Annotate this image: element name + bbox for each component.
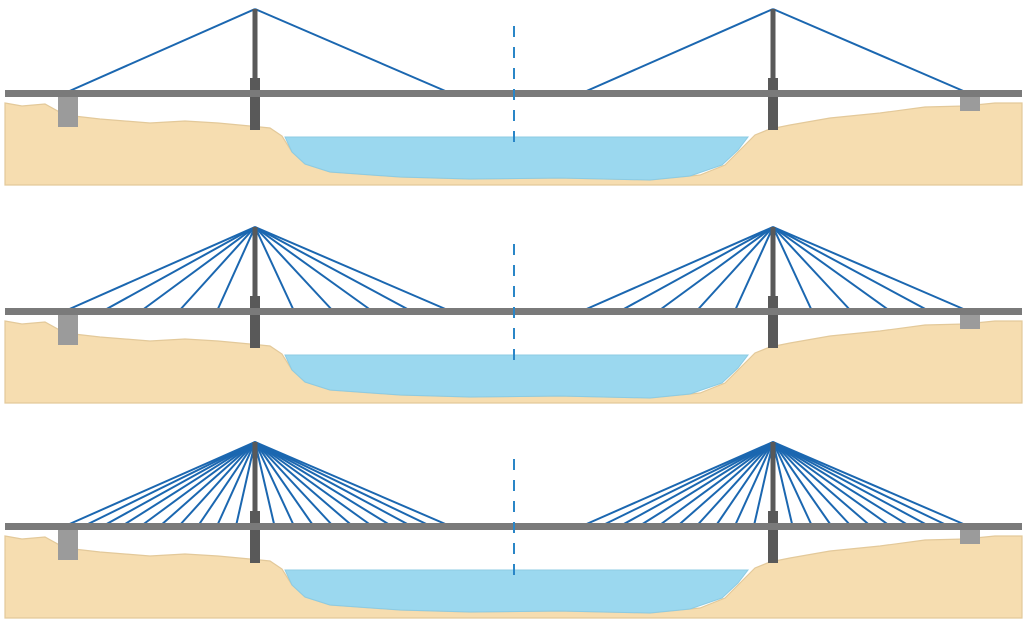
stay-cable — [619, 226, 774, 312]
stay-cable — [216, 226, 256, 312]
pylon-mast — [770, 442, 776, 514]
stay-cable — [254, 226, 334, 312]
stay-cable — [772, 441, 833, 527]
stay-cable — [64, 226, 256, 312]
stay-cable — [254, 441, 315, 527]
stay-cable — [772, 226, 852, 312]
stay-cable — [178, 441, 256, 527]
right-pylon-base — [768, 511, 778, 563]
right-pylon-base — [768, 296, 778, 348]
stay-cable — [581, 8, 774, 94]
stay-cable — [772, 441, 891, 527]
stay-cable — [235, 441, 256, 527]
left-pylon-base — [250, 78, 260, 130]
pylon-mast — [770, 227, 776, 299]
stay-cable — [102, 441, 256, 527]
stay-cable — [197, 441, 256, 527]
stay-cable — [254, 226, 451, 312]
stay-cable — [772, 8, 969, 94]
left-pylon-base — [250, 511, 260, 563]
bridge-panel-1 — [4, 8, 1023, 186]
stay-cable — [772, 226, 891, 312]
stay-cable — [121, 441, 256, 527]
stay-cable — [254, 8, 451, 94]
stay-cable — [772, 441, 969, 527]
pylon-mast — [252, 9, 258, 81]
stay-cable — [733, 441, 774, 527]
left-abutment — [58, 91, 78, 127]
stay-cable — [254, 441, 295, 527]
stay-cable — [581, 441, 774, 527]
stay-cable — [254, 441, 431, 527]
left-abutment — [58, 524, 78, 560]
stay-cable — [254, 226, 373, 312]
left-abutment — [58, 309, 78, 345]
stay-cable — [638, 441, 774, 527]
bridge-panel-3 — [4, 441, 1023, 619]
stay-cable — [581, 226, 774, 312]
stay-cable — [254, 226, 412, 312]
stay-cable — [676, 441, 774, 527]
stay-cable — [695, 226, 774, 312]
stay-cable — [772, 441, 872, 527]
stay-cable — [657, 226, 774, 312]
stay-cable — [772, 441, 930, 527]
bridge-panel-2 — [4, 226, 1023, 404]
stay-cable — [254, 441, 373, 527]
stay-cable — [657, 441, 774, 527]
stay-cable — [752, 441, 774, 527]
left-pylon-base — [250, 296, 260, 348]
river-water — [284, 354, 750, 399]
stay-cable — [159, 441, 256, 527]
stay-cable — [83, 441, 256, 527]
stay-cable — [772, 226, 930, 312]
stay-cable — [254, 441, 276, 527]
stay-cable — [714, 441, 774, 527]
stay-cable — [254, 226, 295, 312]
stay-cable — [254, 441, 334, 527]
stay-cable — [772, 441, 852, 527]
pylon-mast — [252, 227, 258, 299]
pylon-mast — [252, 442, 258, 514]
stay-cable — [254, 441, 451, 527]
stay-cable — [254, 441, 412, 527]
stay-cable — [733, 226, 774, 312]
stay-cable — [695, 441, 774, 527]
stay-cable — [772, 226, 969, 312]
stay-cable — [600, 441, 774, 527]
stay-cable — [254, 441, 354, 527]
stay-cable — [140, 226, 256, 312]
stay-cable — [772, 441, 794, 527]
stay-cable — [64, 8, 256, 94]
stay-cable — [178, 226, 256, 312]
stay-cable — [216, 441, 256, 527]
river-water — [284, 136, 750, 181]
stay-cable — [619, 441, 774, 527]
right-pylon-base — [768, 78, 778, 130]
stay-cable — [772, 441, 813, 527]
stay-cable — [140, 441, 256, 527]
stay-cable — [772, 441, 911, 527]
pylon-mast — [770, 9, 776, 81]
stay-cable — [254, 441, 393, 527]
stay-cable — [102, 226, 256, 312]
stay-cable — [64, 441, 256, 527]
stay-cable — [772, 441, 949, 527]
stay-cable — [772, 226, 813, 312]
river-water — [284, 569, 750, 614]
